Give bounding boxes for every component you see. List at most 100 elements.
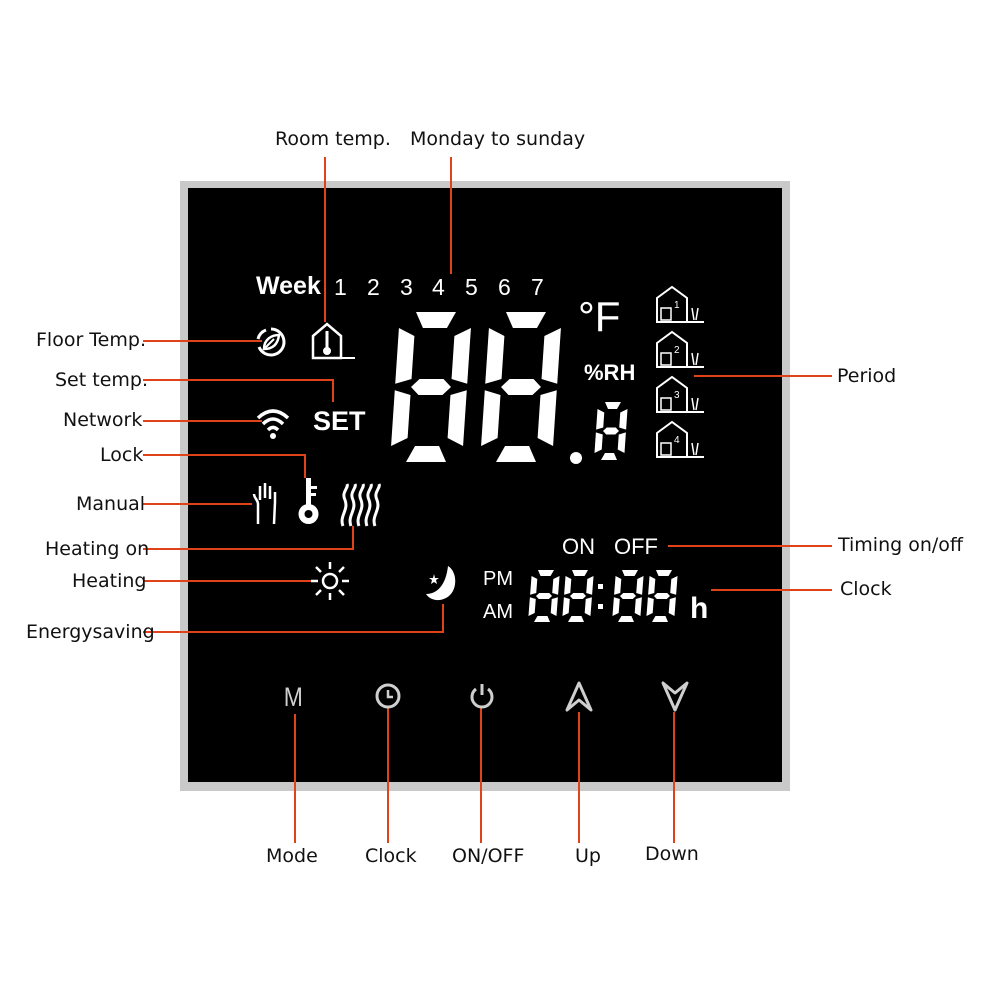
clock-digit-2	[562, 570, 594, 622]
label-up: Up	[575, 845, 601, 867]
label-heating: Heating	[72, 570, 147, 592]
segment-e	[612, 597, 620, 616]
segment-a	[506, 312, 546, 328]
temp-decimal-digit	[594, 402, 628, 460]
day-5: 5	[465, 274, 478, 300]
power-icon	[470, 684, 494, 709]
key-lock-icon	[298, 478, 319, 524]
period-number: 4	[674, 435, 680, 446]
segment-g	[536, 593, 552, 599]
hand-manual-icon	[252, 483, 277, 525]
day-7: 7	[531, 274, 544, 300]
humidity-unit: %RH	[584, 360, 636, 385]
timing-off: OFF	[614, 534, 658, 559]
clock-display	[528, 570, 678, 622]
segment-b	[670, 576, 678, 595]
segment-a	[605, 402, 621, 409]
clock-button[interactable]	[374, 682, 402, 710]
segment-c	[668, 597, 676, 616]
leader-set-temp	[143, 379, 334, 402]
moon-icon	[426, 566, 456, 601]
clock-digit-4	[646, 570, 678, 622]
label-set-temp: Set temp.	[55, 369, 148, 391]
temp-digit-2	[481, 312, 561, 462]
segment-e	[562, 597, 570, 616]
segment-d	[534, 616, 550, 622]
segment-c	[447, 390, 467, 446]
label-down: Down	[645, 843, 699, 865]
segment-d	[618, 616, 634, 622]
clock-icon	[375, 683, 401, 709]
segment-e	[528, 597, 536, 616]
segment-b	[619, 409, 628, 430]
segment-e	[481, 390, 501, 446]
floor-temp-icon	[256, 327, 286, 357]
room-temp-house-icon	[311, 322, 355, 360]
label-room-temp: Room temp.	[275, 128, 391, 150]
day-2: 2	[367, 274, 380, 300]
chevron-down-icon	[661, 681, 689, 712]
clock-digit-1	[528, 570, 560, 622]
segment-c	[584, 597, 592, 616]
chevron-up-icon	[565, 681, 593, 712]
segment-d	[652, 616, 668, 622]
period-house-icon: 2	[656, 330, 704, 368]
segment-a	[572, 570, 588, 576]
segment-e	[391, 390, 411, 446]
label-manual: Manual	[76, 493, 146, 515]
period-number: 2	[674, 345, 680, 356]
segment-d	[568, 616, 584, 622]
label-clock-bottom: Clock	[365, 845, 417, 867]
period-icons: 1 2 3 4	[656, 285, 704, 458]
segment-g	[501, 379, 541, 395]
segment-f	[596, 409, 605, 430]
decimal-point	[570, 452, 582, 464]
unit-fahrenheit: °F	[578, 293, 621, 340]
segment-c	[634, 597, 642, 616]
segment-f	[648, 576, 656, 595]
label-network: Network	[63, 409, 143, 431]
set-label: SET	[313, 406, 366, 436]
segment-a	[622, 570, 638, 576]
day-3: 3	[400, 274, 413, 300]
segment-d	[496, 446, 536, 462]
label-lock: Lock	[100, 444, 144, 466]
clock-suffix: h	[690, 592, 709, 625]
lcd-panel	[188, 188, 782, 782]
segment-e	[646, 597, 654, 616]
timing-on: ON	[562, 534, 595, 559]
segment-c	[617, 432, 626, 453]
leader-energysaving	[143, 604, 444, 633]
clock-digit-3	[612, 570, 644, 622]
period-number: 1	[674, 300, 680, 311]
power-button[interactable]	[467, 680, 497, 710]
label-clock-right: Clock	[840, 578, 892, 600]
label-timing-on-off: Timing on/off	[838, 534, 964, 556]
down-button[interactable]	[660, 680, 690, 714]
up-button[interactable]	[564, 680, 594, 714]
heating-waves-icon	[340, 483, 381, 527]
leader-heating-on	[143, 526, 354, 550]
segment-f	[614, 576, 622, 595]
period-house-icon: 4	[656, 420, 704, 458]
segment-g	[603, 427, 619, 435]
label-floor-temp: Floor Temp.	[36, 329, 146, 351]
segment-a	[538, 570, 554, 576]
label-energysaving: Energysaving	[26, 621, 155, 643]
label-on-off: ON/OFF	[452, 845, 525, 867]
segment-b	[451, 328, 471, 384]
day-4: 4	[432, 274, 445, 300]
segment-d	[601, 453, 617, 460]
clock-colon-bottom	[598, 604, 603, 609]
label-period: Period	[837, 365, 897, 387]
segment-b	[541, 328, 561, 384]
clock-colon-top	[598, 584, 603, 589]
segment-d	[406, 446, 446, 462]
segment-b	[586, 576, 594, 595]
segment-g	[411, 379, 451, 395]
temp-digit-1	[391, 312, 471, 462]
segment-g	[620, 593, 636, 599]
mode-button[interactable]: M	[283, 682, 303, 712]
period-number: 3	[674, 390, 680, 401]
